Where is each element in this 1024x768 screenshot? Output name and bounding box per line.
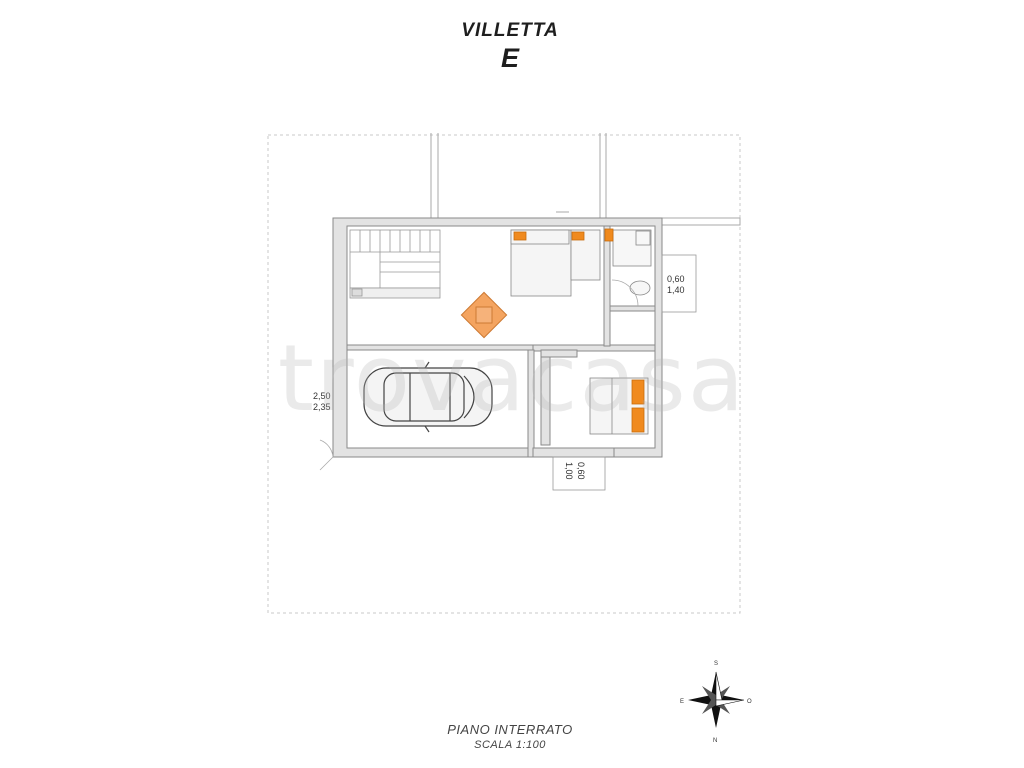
dim-bottom-2: 1,00: [564, 462, 574, 480]
dim-right-2: 1,40: [667, 285, 685, 295]
compass-s: S: [714, 661, 718, 667]
site-boundary: [267, 134, 741, 614]
kitchen-counter: [349, 287, 441, 299]
compass-o: O: [747, 699, 752, 705]
bathroom: [604, 228, 652, 307]
walls: [332, 217, 663, 458]
compass-rose: S N E O: [680, 661, 752, 744]
title-block: VILLETTA E: [380, 20, 640, 74]
entrance-door: [319, 439, 334, 471]
plan-title: VILLETTA: [461, 20, 559, 41]
dim-left-1: 2,50: [313, 391, 331, 401]
window-dimensions: 2,50 2,35 0,60 1,40 0,60 1,00: [313, 274, 685, 480]
double-bed: [589, 377, 649, 435]
scale-label: SCALA 1:100: [474, 739, 546, 751]
dim-bottom-1: 0,60: [576, 462, 586, 480]
dining-table: [460, 291, 508, 339]
exterior-walls-top: [430, 133, 741, 226]
car: [363, 361, 493, 433]
dim-left-2: 2,35: [313, 402, 331, 412]
dim-right-1: 0,60: [667, 274, 685, 284]
staircase: [349, 229, 441, 289]
footer: PIANO INTERRATO SCALA 1:100: [380, 722, 640, 751]
compass-e: E: [680, 699, 684, 705]
compass-n: N: [713, 738, 717, 744]
floor-label: PIANO INTERRATO: [447, 722, 573, 737]
plan-subtitle: E: [500, 43, 519, 73]
window-boxes: [552, 254, 697, 491]
sofa-set: [510, 229, 601, 297]
